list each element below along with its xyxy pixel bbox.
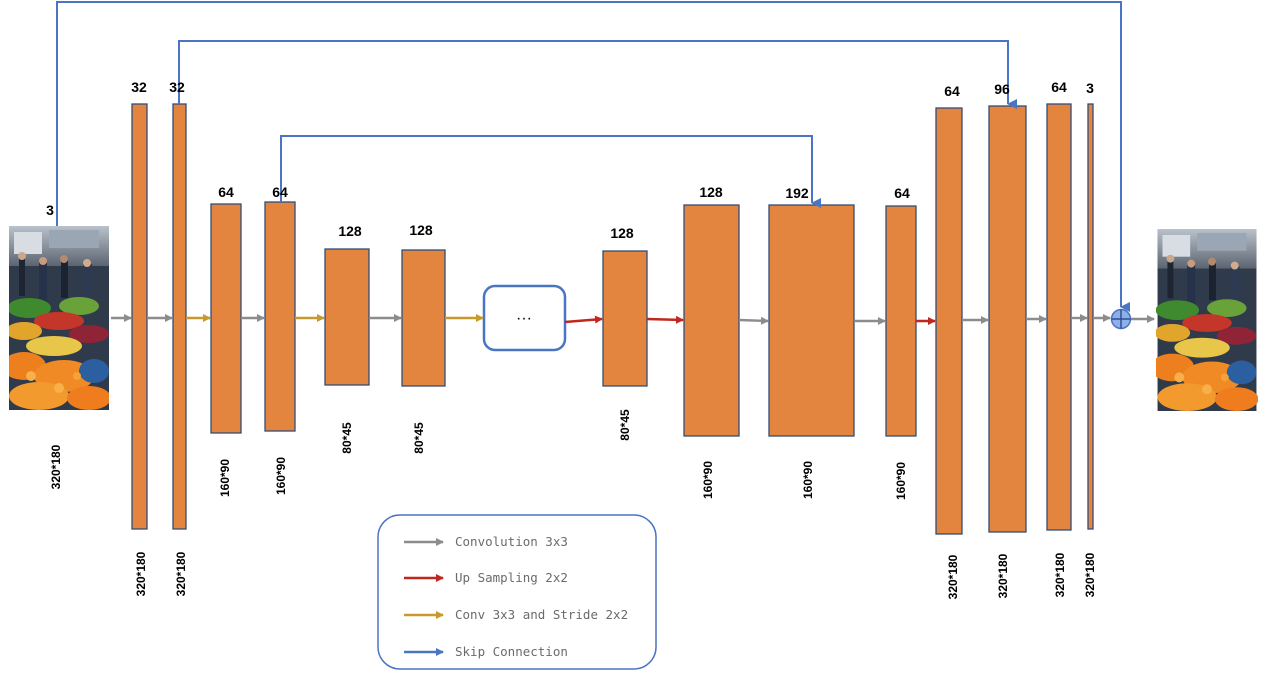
resolution-label-enc2a: 160*90 xyxy=(218,459,232,497)
block-dec3a xyxy=(683,204,740,437)
input-image xyxy=(9,226,109,410)
skip-connection-level1 xyxy=(178,40,1017,109)
resolution-label-dec1a: 320*180 xyxy=(946,554,960,599)
skip-connection-outer xyxy=(56,1,1130,312)
channel-label-enc1a: 32 xyxy=(131,79,147,95)
channel-label-dec1c: 64 xyxy=(1051,79,1067,95)
channel-label-input: 3 xyxy=(46,202,54,218)
channel-label-dec2: 64 xyxy=(894,185,910,201)
block-enc1a xyxy=(131,103,148,530)
resolution-label-enc1b: 320*180 xyxy=(174,551,188,596)
block-enc2b xyxy=(264,201,296,432)
legend-upsample-label: Up Sampling 2x2 xyxy=(455,570,568,585)
bottleneck-ellipsis-box xyxy=(482,284,567,352)
resolution-label-mid: 80*45 xyxy=(618,409,632,441)
skip-connection-level2 xyxy=(280,135,821,208)
block-enc1b xyxy=(172,103,187,530)
block-out xyxy=(1087,103,1094,530)
channel-label-out: 3 xyxy=(1086,80,1094,96)
legend: Convolution 3x3 Up Sampling 2x2 Conv 3x3… xyxy=(377,514,657,670)
block-dec1a xyxy=(935,107,963,535)
block-mid xyxy=(602,250,648,387)
resolution-label-enc3b: 80*45 xyxy=(412,422,426,454)
channel-label-enc3a: 128 xyxy=(338,223,362,239)
arrow-upsample-1 xyxy=(564,315,603,324)
resolution-label-out: 320*180 xyxy=(1083,552,1097,597)
block-enc2a xyxy=(210,203,242,434)
block-dec2 xyxy=(885,205,917,437)
channel-label-enc3b: 128 xyxy=(409,222,433,238)
channel-label-dec3b: 192 xyxy=(785,185,809,201)
channel-label-dec1a: 64 xyxy=(944,83,960,99)
legend-stride-label: Conv 3x3 and Stride 2x2 xyxy=(455,607,628,622)
resolution-label-dec3b: 160*90 xyxy=(801,461,815,499)
legend-box xyxy=(377,514,657,670)
resolution-label-dec3a: 160*90 xyxy=(701,461,715,499)
resolution-label-dec1b: 320*180 xyxy=(996,553,1010,598)
block-enc3a xyxy=(324,248,370,386)
block-dec1b xyxy=(988,105,1027,533)
block-enc3b xyxy=(401,249,446,387)
arrow-upsample-2 xyxy=(646,315,684,324)
channel-label-dec3a: 128 xyxy=(699,184,723,200)
channel-label-enc2a: 64 xyxy=(218,184,234,200)
channel-label-enc1b: 32 xyxy=(169,79,185,95)
resolution-label-enc3a: 80*45 xyxy=(340,422,354,454)
channel-label-dec1b: 96 xyxy=(994,81,1010,97)
block-dec1c xyxy=(1046,103,1072,531)
block-dec3b xyxy=(768,204,855,437)
resolution-label-enc2b: 160*90 xyxy=(274,457,288,495)
resolution-label-dec1c: 320*180 xyxy=(1053,552,1067,597)
legend-conv-label: Convolution 3x3 xyxy=(455,534,568,549)
channel-label-mid: 128 xyxy=(610,225,634,241)
resolution-label-enc1a: 320*180 xyxy=(134,551,148,596)
resolution-label-dec2: 160*90 xyxy=(894,462,908,500)
channel-label-enc2b: 64 xyxy=(272,184,288,200)
arrow-conv-5 xyxy=(738,316,769,325)
ellipsis-text: ··· xyxy=(516,310,532,327)
legend-skip-label: Skip Connection xyxy=(455,644,568,659)
resolution-label-input: 320*180 xyxy=(49,444,63,489)
output-image xyxy=(1156,229,1258,411)
sum-node xyxy=(1110,308,1132,330)
